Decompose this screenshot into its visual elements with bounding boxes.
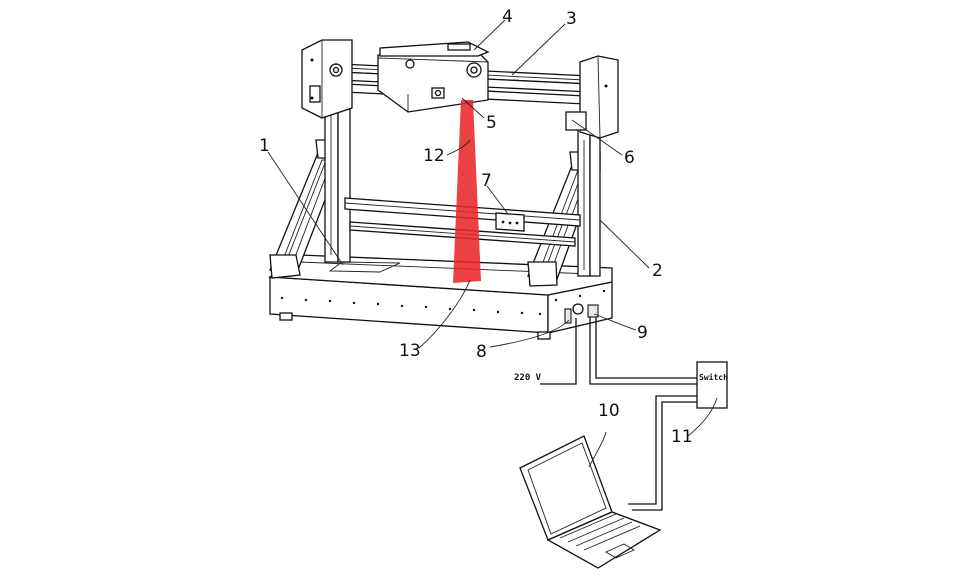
callout-7: 7 <box>481 171 492 191</box>
cables <box>540 317 697 511</box>
callout-2: 2 <box>652 261 663 281</box>
callout-13: 13 <box>399 341 421 361</box>
laptop <box>519 435 662 569</box>
callout-4: 4 <box>502 7 513 27</box>
callout-6: 6 <box>624 148 635 168</box>
leader-lines <box>267 19 718 468</box>
scanner-head <box>377 41 490 113</box>
right-camera-box <box>565 55 619 139</box>
power-label: 220 V <box>514 373 542 383</box>
callout-1: 1 <box>259 136 270 156</box>
callout-8: 8 <box>476 342 487 362</box>
callout-5: 5 <box>486 113 497 133</box>
left-motor-block <box>301 39 353 119</box>
callout-10: 10 <box>598 401 620 421</box>
switch-box: Switch <box>696 361 728 409</box>
base-box <box>268 254 613 340</box>
laser-beam <box>453 100 481 283</box>
callout-11: 11 <box>671 427 693 447</box>
callout-9: 9 <box>637 323 648 343</box>
callout-3: 3 <box>566 9 577 29</box>
switch-label: Switch <box>699 372 728 382</box>
callout-numbers: 1 2 3 4 5 6 7 8 9 10 11 12 13 <box>259 7 693 447</box>
control-panel <box>495 212 525 232</box>
callout-12: 12 <box>423 146 445 166</box>
